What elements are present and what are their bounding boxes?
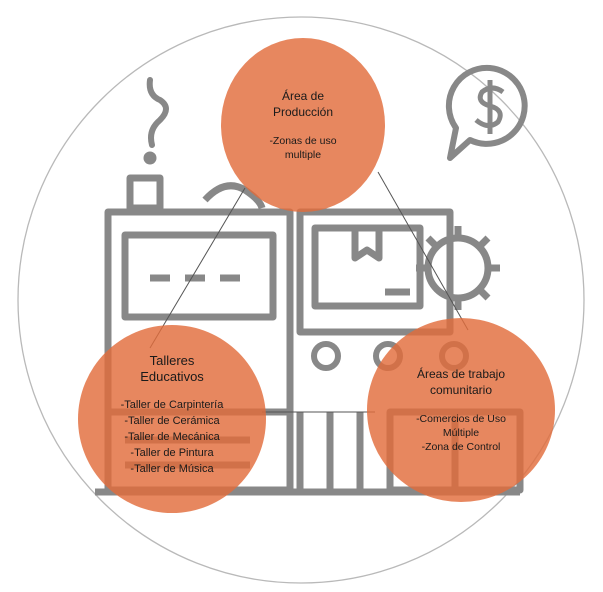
node-item: -Taller de Pintura: [130, 447, 214, 459]
connector-top-right: [377, 171, 469, 331]
outer-circle: [17, 16, 585, 584]
node-item: -Taller de Mecánica: [124, 431, 220, 443]
connector-top-left: [149, 187, 246, 349]
node-items: -Comercios de Uso Múltiple -Zona de Cont…: [416, 412, 506, 454]
node-item: -Taller de Carpintería: [120, 399, 224, 411]
connectors: [149, 171, 469, 413]
gear-icon: [416, 226, 500, 310]
question-mark-icon: [143, 77, 169, 165]
box-icon: [311, 224, 424, 310]
node-area-produccion: Área de Producción -Zonas de uso multipl…: [221, 38, 385, 212]
node-areas-trabajo-comunitario: Áreas de trabajo comunitario -Comercios …: [367, 318, 555, 502]
dollar-speech-bubble-icon: [445, 64, 528, 161]
node-item: -Zonas de uso multiple: [269, 135, 337, 161]
node-item: -Taller de Música: [130, 463, 214, 475]
node-items: -Taller de Carpintería -Taller de Cerámi…: [121, 397, 224, 477]
node-items: -Zonas de uso multiple: [269, 134, 336, 162]
node-talleres-educativos: Talleres Educativos -Taller de Carpinter…: [78, 325, 266, 513]
node-title: Área de Producción: [272, 89, 334, 119]
node-item: -Taller de Cerámica: [124, 415, 220, 427]
node-title: Áreas de trabajo comunitario: [416, 367, 506, 397]
node-title: Talleres Educativos: [140, 353, 204, 384]
node-item: -Zona de Control: [421, 441, 501, 453]
node-item: -Comercios de Uso Múltiple: [416, 413, 506, 439]
